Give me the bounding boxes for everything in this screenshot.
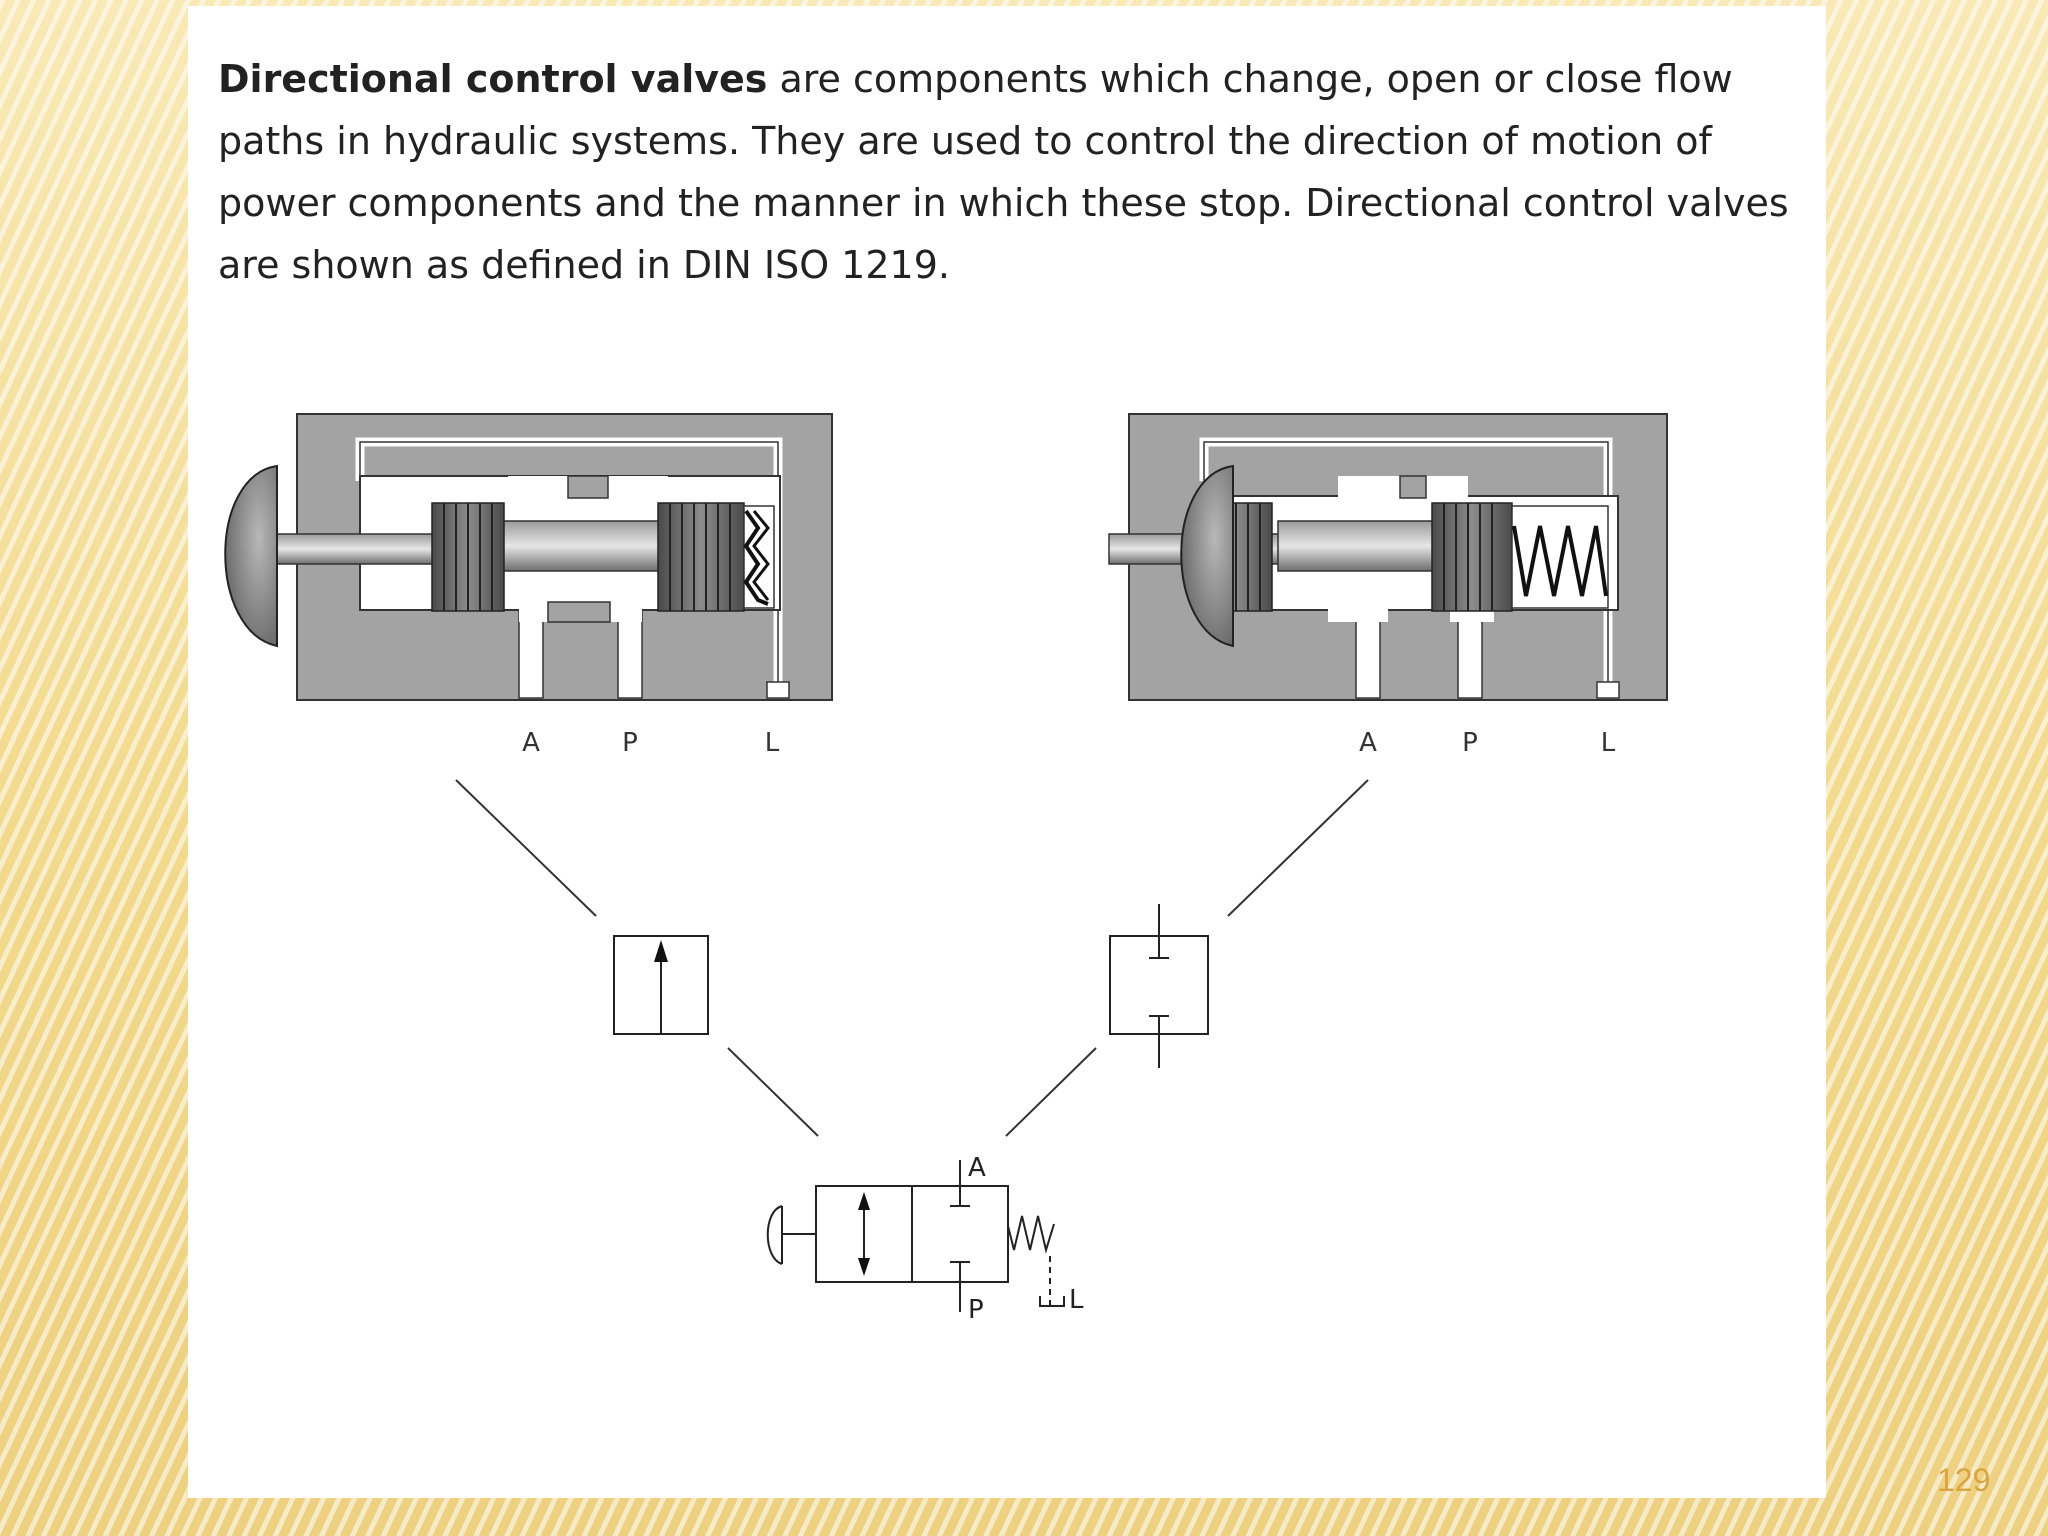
left-spool-land-2: [657, 502, 745, 612]
flow-arrow-up-icon: [654, 940, 668, 962]
intro-bold-term: Directional control valves: [218, 57, 768, 101]
left-port-p-label: P: [622, 728, 638, 758]
left-port-l-drain: [766, 681, 790, 699]
left-port-a-label: A: [522, 728, 540, 758]
intro-body: are components which change, open or clo…: [218, 57, 1789, 287]
left-spool-land-1: [431, 502, 505, 612]
intro-text: Directional control valves are component…: [218, 48, 1798, 296]
left-port-p-channel: [617, 609, 643, 699]
right-port-a-channel: [1355, 609, 1381, 699]
symbol-port-p-label: P: [968, 1295, 984, 1325]
left-port-a-channel: [518, 609, 544, 699]
right-port-l-label: L: [1601, 728, 1616, 758]
left-port-l-label: L: [765, 728, 780, 758]
symbol-push-button-icon: [766, 1205, 783, 1265]
right-port-p-channel: [1457, 609, 1483, 699]
symbol-box-blocked: [1109, 904, 1209, 1068]
right-port-p-label: P: [1462, 728, 1478, 758]
right-valve: A P L: [1108, 413, 1668, 758]
right-spool-land-2: [1431, 502, 1513, 612]
right-port-l-drain: [1596, 681, 1620, 699]
left-valve: A P L: [224, 413, 833, 758]
left-push-rod: [275, 533, 443, 565]
right-push-knob: [1180, 464, 1234, 648]
valve-circuit-symbol: [766, 1160, 1065, 1312]
right-port-a-label: A: [1359, 728, 1377, 758]
left-spring: [743, 509, 769, 606]
symbol-port-a-label: A: [968, 1153, 986, 1183]
symbol-spring-icon: [1007, 1215, 1055, 1254]
slide-panel: Directional control valves are component…: [188, 6, 1826, 1498]
left-push-knob: [224, 464, 278, 648]
page-number: 129: [1937, 1462, 1991, 1498]
connector-lines: [455, 779, 1369, 1137]
symbol-port-l-label: L: [1069, 1285, 1084, 1315]
symbol-box-open: [613, 935, 709, 1035]
valve-diagram: A P L: [224, 413, 1668, 1325]
right-spring: [1512, 525, 1608, 597]
